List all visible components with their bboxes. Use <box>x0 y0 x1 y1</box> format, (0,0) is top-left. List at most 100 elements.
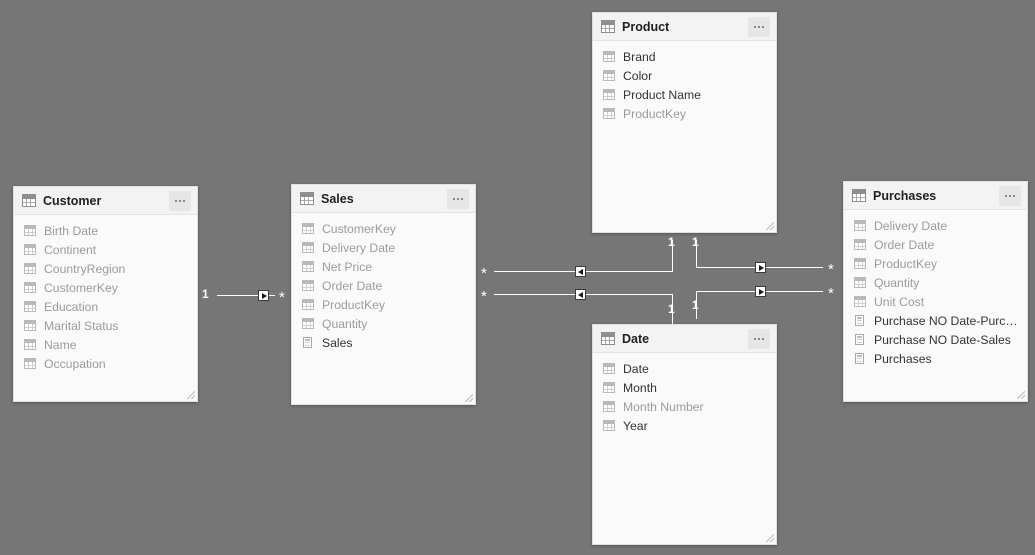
table-header[interactable]: Purchases <box>844 182 1027 210</box>
cardinality-label: * <box>828 285 834 302</box>
field-row[interactable]: ProductKey <box>844 254 1027 273</box>
field-row[interactable]: Purchase NO Date-Purch… <box>844 311 1027 330</box>
field-label: Year <box>623 418 648 433</box>
table-header[interactable]: Date <box>593 325 776 353</box>
column-icon <box>24 282 36 293</box>
column-icon <box>24 320 36 331</box>
column-icon <box>302 223 314 234</box>
field-row[interactable]: Unit Cost <box>844 292 1027 311</box>
table-header[interactable]: Product <box>593 13 776 41</box>
field-row[interactable]: Name <box>14 335 197 354</box>
field-label: Education <box>44 299 99 314</box>
field-label: Quantity <box>874 275 920 290</box>
field-label: Delivery Date <box>874 218 948 233</box>
cardinality-label: 1 <box>668 302 675 316</box>
column-icon <box>24 225 36 236</box>
cross-filter-arrow-icon-date-to-purchases[interactable] <box>755 286 766 297</box>
field-label: Brand <box>623 49 656 64</box>
field-row[interactable]: Month Number <box>593 397 776 416</box>
cardinality-label: 1 <box>692 235 699 249</box>
field-label: ProductKey <box>874 256 938 271</box>
field-row[interactable]: CustomerKey <box>292 219 475 238</box>
field-row[interactable]: CustomerKey <box>14 278 197 297</box>
field-row[interactable]: Year <box>593 416 776 435</box>
table-icon <box>601 20 615 33</box>
cross-filter-arrow-icon-date-to-sales[interactable] <box>575 289 586 300</box>
cardinality-label: 1 <box>668 235 675 249</box>
field-row[interactable]: Delivery Date <box>844 216 1027 235</box>
resize-handle-icon[interactable] <box>766 222 774 230</box>
measure-icon <box>855 315 864 326</box>
column-icon <box>854 220 866 231</box>
resize-handle-icon[interactable] <box>465 394 473 402</box>
resize-handle-icon[interactable] <box>187 391 195 399</box>
cardinality-label: * <box>279 289 285 306</box>
field-row[interactable]: Purchase NO Date-Sales <box>844 330 1027 349</box>
field-label: Purchase NO Date-Sales <box>874 332 1011 347</box>
field-row[interactable]: Date <box>593 359 776 378</box>
field-row[interactable]: Delivery Date <box>292 238 475 257</box>
column-icon <box>603 89 615 100</box>
field-label: Date <box>623 361 649 376</box>
column-icon <box>302 318 314 329</box>
cross-filter-arrow-icon-product-to-purchases[interactable] <box>755 262 766 273</box>
more-options-icon[interactable] <box>999 185 1021 206</box>
field-label: Marital Status <box>44 318 119 333</box>
table-icon <box>601 332 615 345</box>
field-row[interactable]: Net Price <box>292 257 475 276</box>
field-row[interactable]: Brand <box>593 47 776 66</box>
field-row[interactable]: Marital Status <box>14 316 197 335</box>
column-icon <box>603 401 615 412</box>
field-row[interactable]: Continent <box>14 240 197 259</box>
more-options-icon[interactable] <box>748 328 770 349</box>
field-label: CountryRegion <box>44 261 126 276</box>
table-title: Sales <box>321 191 354 206</box>
more-options-icon[interactable] <box>748 16 770 37</box>
column-icon <box>854 296 866 307</box>
field-row[interactable]: Order Date <box>844 235 1027 254</box>
field-row[interactable]: Order Date <box>292 276 475 295</box>
more-options-icon[interactable] <box>447 188 469 209</box>
field-row[interactable]: Quantity <box>844 273 1027 292</box>
field-row[interactable]: Occupation <box>14 354 197 373</box>
field-row[interactable]: CountryRegion <box>14 259 197 278</box>
resize-handle-icon[interactable] <box>766 534 774 542</box>
field-row[interactable]: Month <box>593 378 776 397</box>
field-row[interactable]: Sales <box>292 333 475 352</box>
resize-handle-icon[interactable] <box>1017 391 1025 399</box>
field-row[interactable]: Purchases <box>844 349 1027 368</box>
cross-filter-arrow-icon-product-to-sales[interactable] <box>575 266 586 277</box>
field-label: Unit Cost <box>874 294 925 309</box>
field-label: CustomerKey <box>322 221 396 236</box>
field-row[interactable]: Birth Date <box>14 221 197 240</box>
cardinality-label: 1 <box>202 287 209 301</box>
table-header[interactable]: Sales <box>292 185 475 213</box>
measure-icon <box>303 337 312 348</box>
column-icon <box>24 339 36 350</box>
field-label: Name <box>44 337 77 352</box>
field-row[interactable]: Product Name <box>593 85 776 104</box>
field-label: ProductKey <box>322 297 386 312</box>
field-label: Delivery Date <box>322 240 396 255</box>
more-options-icon[interactable] <box>169 190 191 211</box>
measure-icon <box>855 353 864 364</box>
table-icon <box>300 192 314 205</box>
column-icon <box>302 261 314 272</box>
cross-filter-arrow-icon-customer-to-sales[interactable] <box>258 290 269 301</box>
field-row[interactable]: Color <box>593 66 776 85</box>
field-row[interactable]: Quantity <box>292 314 475 333</box>
column-icon <box>603 382 615 393</box>
field-row[interactable]: ProductKey <box>593 104 776 123</box>
field-row[interactable]: Education <box>14 297 197 316</box>
column-icon <box>24 244 36 255</box>
table-header[interactable]: Customer <box>14 187 197 215</box>
field-row[interactable]: ProductKey <box>292 295 475 314</box>
